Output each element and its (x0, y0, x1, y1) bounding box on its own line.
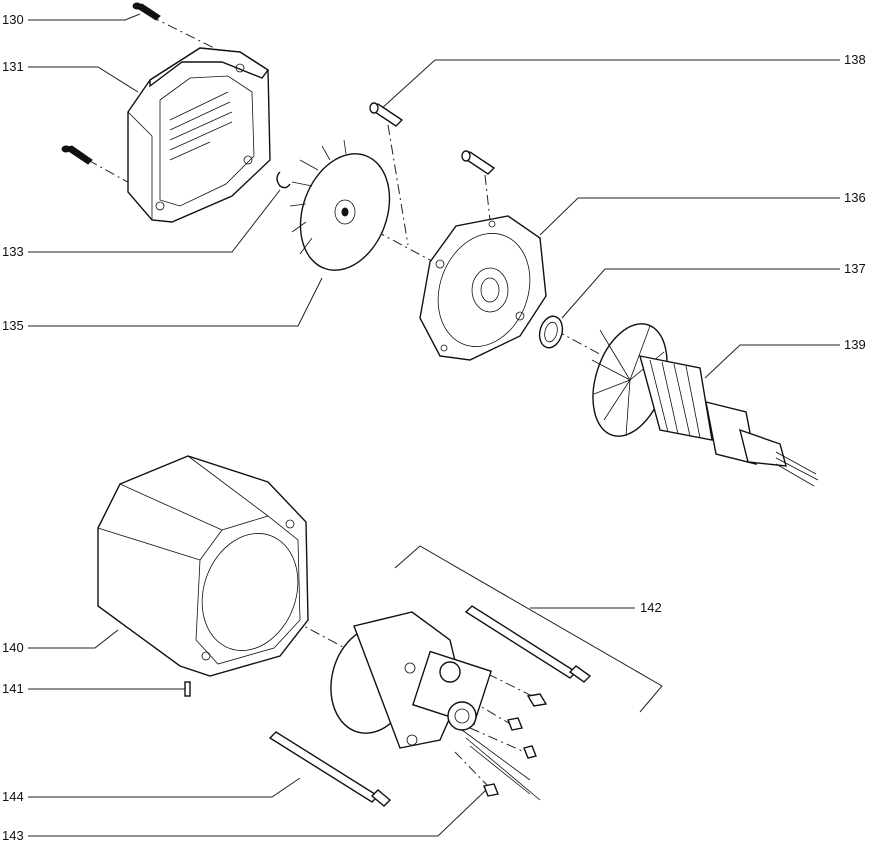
label-138: 138 (844, 52, 866, 67)
retaining-ring-133 (276, 171, 291, 189)
label-140: 140 (2, 640, 24, 655)
label-131: 131 (2, 59, 24, 74)
label-144: 144 (2, 789, 24, 804)
label-141: 141 (2, 681, 24, 696)
screws-138 (369, 102, 496, 175)
label-143: 143 (2, 828, 24, 843)
fan-135 (289, 139, 391, 271)
label-130: 130 (2, 12, 24, 27)
end-shield-136 (419, 215, 547, 361)
fan-cover-131 (127, 47, 271, 223)
armature-139 (591, 323, 819, 487)
tie-rod-142 (464, 605, 592, 683)
screw-130 (132, 2, 161, 21)
washer-137 (538, 315, 564, 349)
fasteners (483, 693, 548, 797)
stator-housing-140 (97, 455, 309, 677)
label-135: 135 (2, 318, 24, 333)
leader-lines (28, 13, 840, 837)
label-133: 133 (2, 244, 24, 259)
part-labels: 130 131 133 135 138 136 137 139 140 141 … (2, 12, 866, 843)
pin-141 (184, 681, 191, 697)
tie-rod-144 (268, 731, 392, 807)
screw-left (61, 145, 93, 165)
label-136: 136 (844, 190, 866, 205)
label-142: 142 (640, 600, 662, 615)
label-139: 139 (844, 337, 866, 352)
label-137: 137 (844, 261, 866, 276)
field-assembly (330, 611, 541, 801)
